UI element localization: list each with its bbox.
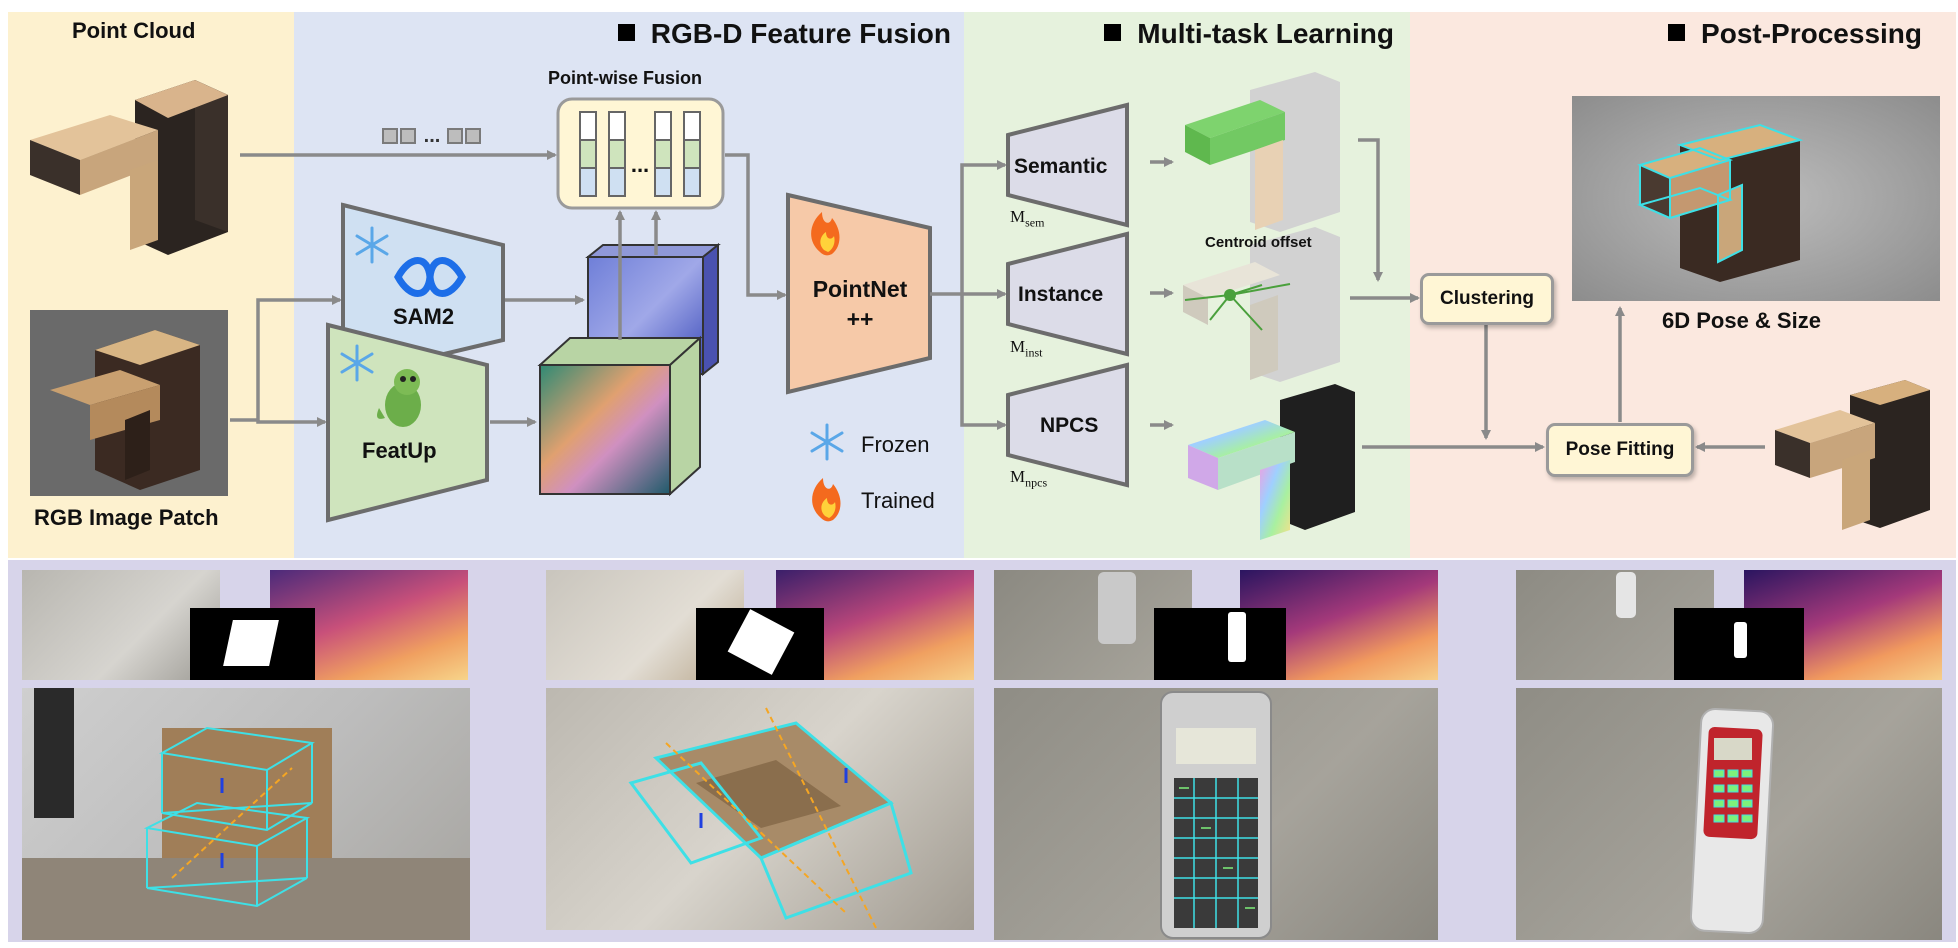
infinity-logo-icon xyxy=(394,257,466,297)
pose-size-label: 6D Pose & Size xyxy=(1662,308,1821,333)
square-bullet-icon xyxy=(617,24,635,41)
square-bullet-icon xyxy=(1668,24,1686,41)
centroid-offset-label: Centroid offset xyxy=(1205,234,1312,251)
example1-bbox-overlay xyxy=(22,688,470,940)
m-npcs-label: Mnpcs xyxy=(1010,467,1048,490)
example2-bbox-overlay xyxy=(628,707,913,929)
square-bullet-icon xyxy=(1104,24,1122,41)
dragon-mascot-icon xyxy=(377,369,421,427)
instance-label: Instance xyxy=(1018,283,1104,306)
semantic-label: Semantic xyxy=(1014,155,1108,178)
example4-mask xyxy=(1674,608,1804,680)
featup-label: FeatUp xyxy=(362,438,437,463)
clustering-box: Clustering xyxy=(1420,273,1554,325)
example3-mask xyxy=(1154,608,1286,680)
npcs-head xyxy=(1006,362,1129,488)
npcs-output xyxy=(1188,384,1355,540)
legend-frozen: Frozen xyxy=(861,432,930,457)
pose-fitting-box: Pose Fitting xyxy=(1546,423,1694,477)
example4-pose xyxy=(1516,688,1942,940)
legend-trained: Trained xyxy=(861,488,935,513)
point-cloud-cabinet-image xyxy=(30,80,228,255)
fusion-title: RGB-D Feature Fusion xyxy=(617,18,951,50)
multitask-title: Multi-task Learning xyxy=(1104,18,1394,50)
example3-pose xyxy=(994,688,1438,940)
sam2-label: SAM2 xyxy=(393,304,455,329)
example4-bbox-overlay xyxy=(1689,707,1775,935)
example2-mask xyxy=(696,608,824,680)
pointnet-label: PointNet++ xyxy=(812,276,908,332)
example2-pose xyxy=(546,688,974,930)
fire-icon xyxy=(811,212,840,256)
post-processing-title: Post-Processing xyxy=(1668,18,1922,50)
snowflake-icon xyxy=(355,226,389,264)
rgb-patch-label: RGB Image Patch xyxy=(34,505,219,530)
pointwise-fusion-box xyxy=(556,97,725,210)
fire-icon xyxy=(812,478,841,522)
instance-head xyxy=(1006,231,1129,357)
pipeline-diagram: ... ... xyxy=(30,72,1940,540)
point-cloud-title: Point Cloud xyxy=(72,18,196,43)
snowflake-icon xyxy=(340,344,374,382)
npcs-label: NPCS xyxy=(1040,414,1099,437)
m-sem-label: Msem xyxy=(1010,207,1045,230)
example3-bbox-overlay xyxy=(1160,691,1272,939)
example1-rgb xyxy=(22,570,220,680)
fusion-ellipsis: ... xyxy=(631,152,649,177)
example1-pose xyxy=(22,688,470,940)
instance-centroid-output xyxy=(1183,227,1340,382)
featup-feature-map xyxy=(537,335,703,497)
m-inst-label: Minst xyxy=(1010,337,1043,360)
token-ellipsis: ... xyxy=(424,125,441,147)
semantic-segmentation-output xyxy=(1185,72,1340,232)
semantic-head xyxy=(1006,102,1129,228)
example1-mask xyxy=(190,608,315,680)
pointwise-fusion-label: Point-wise Fusion xyxy=(548,68,703,88)
snowflake-icon xyxy=(810,423,844,461)
post-point-cloud-image xyxy=(1775,380,1930,530)
